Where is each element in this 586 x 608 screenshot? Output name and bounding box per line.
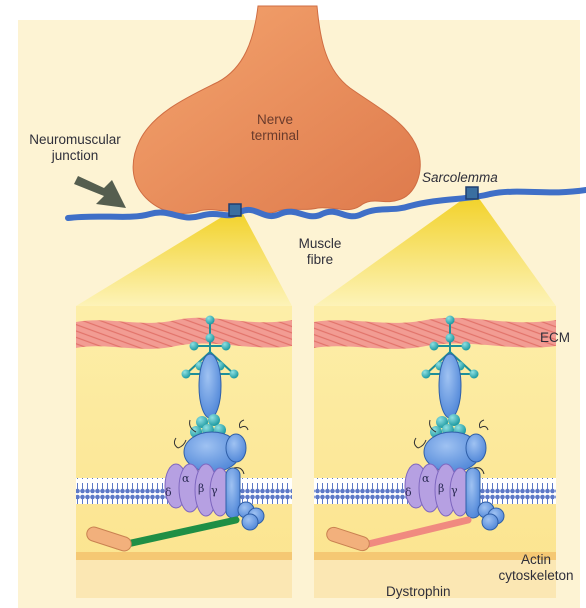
greek-alpha-right: α — [422, 472, 430, 485]
greek-beta-right: β — [438, 482, 444, 495]
greek-gamma-left: γ — [211, 484, 218, 497]
neuromuscular-junction-label: Neuromuscular junction — [10, 132, 140, 164]
nerve-terminal-label: Nerve terminal — [230, 112, 320, 144]
ecm-label: ECM — [540, 330, 570, 346]
greek-alpha-left: α — [182, 472, 190, 485]
actin-cytoskeleton-label: Actin cytoskeleton — [486, 552, 586, 584]
greek-beta-left: β — [198, 482, 204, 495]
greek-delta-right: δ — [405, 486, 412, 499]
muscle-fibre-label: Muscle fibre — [280, 236, 360, 268]
greek-gamma-right: γ — [451, 484, 458, 497]
dystrophin-label: Dystrophin — [386, 584, 451, 600]
zoom-square-left — [229, 204, 241, 216]
greek-delta-left: δ — [165, 486, 172, 499]
sarcolemma-label: Sarcolemma — [422, 170, 498, 186]
zoom-square-right — [466, 187, 478, 199]
